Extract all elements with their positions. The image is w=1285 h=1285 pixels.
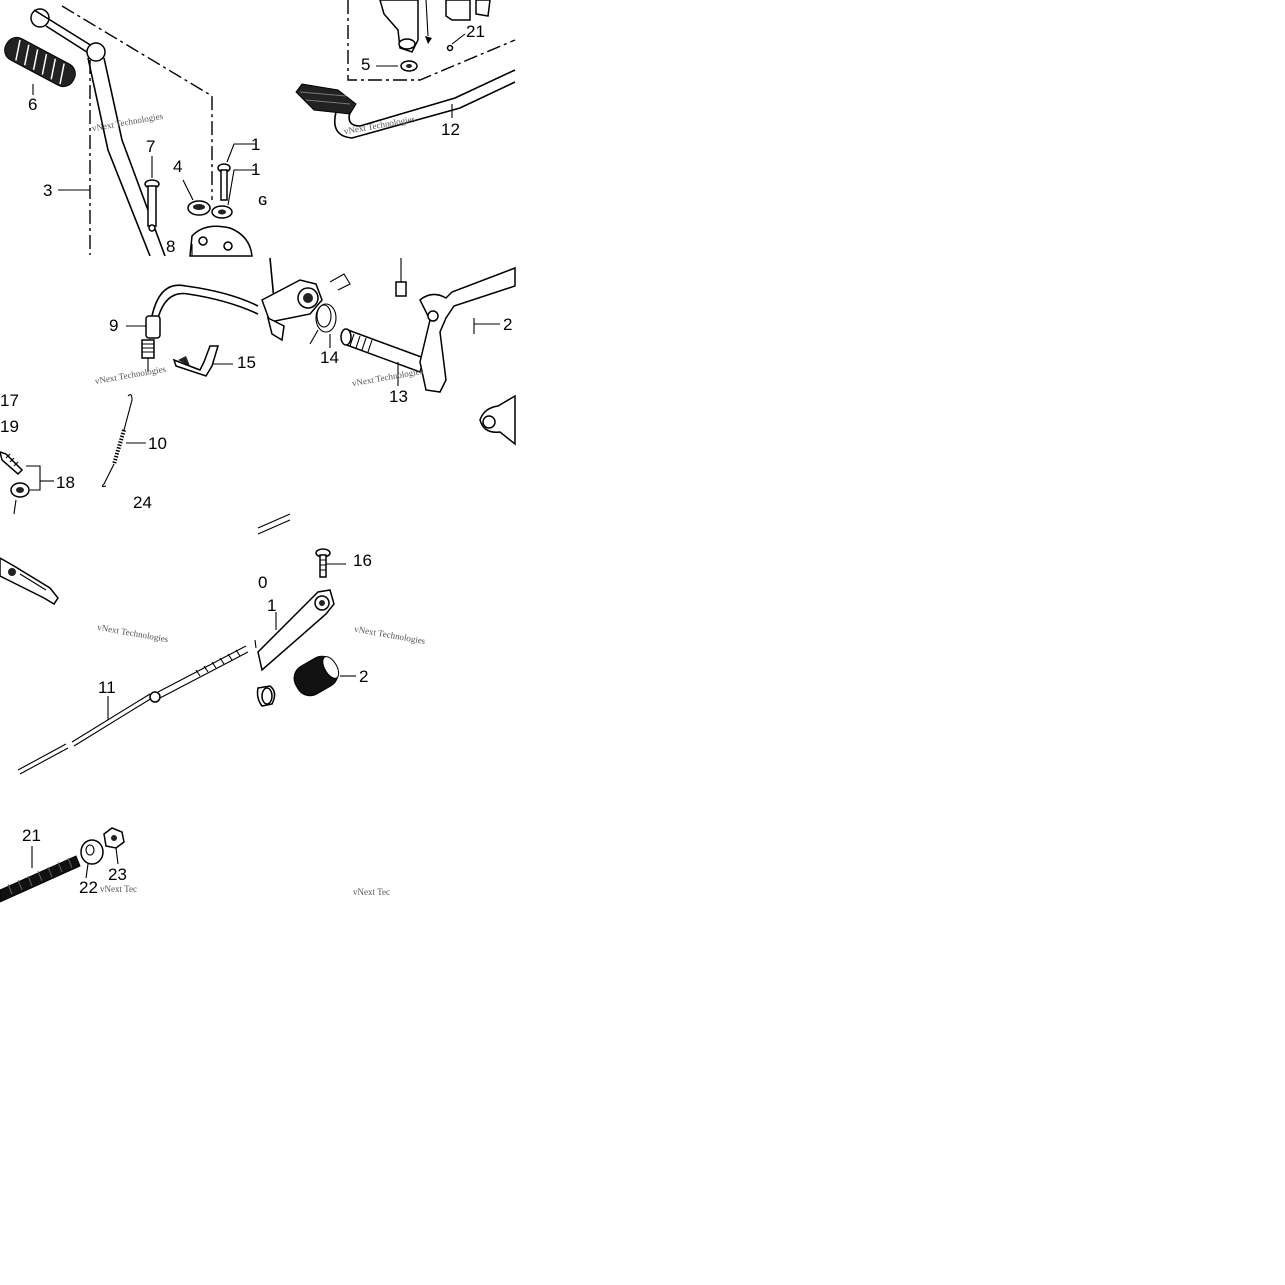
adjusting-bolt-part bbox=[0, 451, 54, 515]
panel-mid-right bbox=[261, 257, 516, 446]
callout-25: 21 bbox=[466, 22, 485, 41]
panel-bottom-left bbox=[0, 827, 125, 903]
panel-top-left: ɢ bbox=[4, 5, 268, 257]
callout-11: 11 bbox=[98, 678, 116, 697]
bolt-16-part bbox=[315, 548, 346, 578]
callout-1c: 1 bbox=[267, 596, 276, 615]
pivot-shaft-part bbox=[340, 328, 425, 386]
callout-8: 8 bbox=[166, 237, 175, 256]
threaded-rod-part bbox=[0, 846, 81, 903]
panel-mid-left: · bbox=[0, 284, 259, 515]
svg-text:·: · bbox=[143, 508, 145, 514]
pin-part bbox=[144, 156, 160, 232]
watermark: vNext Technologies bbox=[97, 622, 170, 644]
svg-text:ɢ: ɢ bbox=[258, 190, 268, 209]
callout-21: 21 bbox=[22, 826, 41, 845]
brake-rod-part bbox=[17, 645, 249, 775]
watermark: vNext Technologies bbox=[91, 111, 164, 133]
nut-part bbox=[103, 827, 125, 865]
watermark: vNext Technologies bbox=[351, 366, 424, 388]
return-spring-part bbox=[101, 394, 146, 488]
callout-9: 9 bbox=[109, 316, 118, 335]
panel-lower-right bbox=[254, 513, 356, 707]
callout-19: 19 bbox=[0, 417, 19, 436]
callout-13: 13 bbox=[389, 387, 408, 406]
watermark: vNext Technologies bbox=[343, 114, 416, 136]
callout-labels: 6 7 4 1 1 3 8 21 5 12 9 15 14 13 2 17 19… bbox=[0, 22, 512, 897]
callout-3: 3 bbox=[43, 181, 52, 200]
callout-16: 16 bbox=[353, 551, 372, 570]
grip-rubber-part bbox=[4, 36, 76, 88]
watermark: vNext Technologies bbox=[94, 364, 167, 386]
callout-1a: 1 bbox=[251, 135, 260, 154]
callout-2b: 2 bbox=[359, 667, 368, 686]
callout-7: 7 bbox=[146, 137, 155, 156]
callout-10: 10 bbox=[148, 434, 167, 453]
callout-23: 23 bbox=[108, 865, 127, 884]
callout-6: 6 bbox=[28, 95, 37, 114]
callout-4: 4 bbox=[173, 157, 182, 176]
washer-part bbox=[182, 179, 211, 216]
lever-arm-part bbox=[257, 589, 335, 672]
callout-14: 14 bbox=[320, 348, 339, 367]
callout-24: 24 bbox=[133, 493, 152, 512]
brake-arm-part bbox=[30, 8, 166, 257]
bolt-part: ɢ bbox=[211, 143, 268, 219]
rubber-part bbox=[293, 655, 340, 697]
callout-12: 12 bbox=[441, 120, 460, 139]
callout-5: 5 bbox=[361, 55, 370, 74]
torsion-spring-part bbox=[309, 273, 351, 348]
watermark-short: vNext Tec bbox=[353, 887, 390, 897]
callout-0: 0 bbox=[258, 573, 267, 592]
panel-lower-left bbox=[0, 557, 249, 775]
panel-top-right bbox=[295, 0, 516, 139]
callout-18: 18 bbox=[56, 473, 75, 492]
callout-22: 22 bbox=[79, 878, 98, 897]
watermark-short: vNext Tec bbox=[100, 884, 137, 894]
watermark: vNext Technologies bbox=[354, 624, 427, 646]
brake-arm-casting-part bbox=[395, 258, 516, 393]
callout-2a: 2 bbox=[503, 315, 512, 334]
footrest-step-part bbox=[295, 69, 516, 139]
joint-part bbox=[80, 839, 104, 879]
callout-15: 15 bbox=[237, 353, 256, 372]
callout-1b: 1 bbox=[251, 160, 260, 179]
callout-17: 17 bbox=[0, 391, 19, 410]
